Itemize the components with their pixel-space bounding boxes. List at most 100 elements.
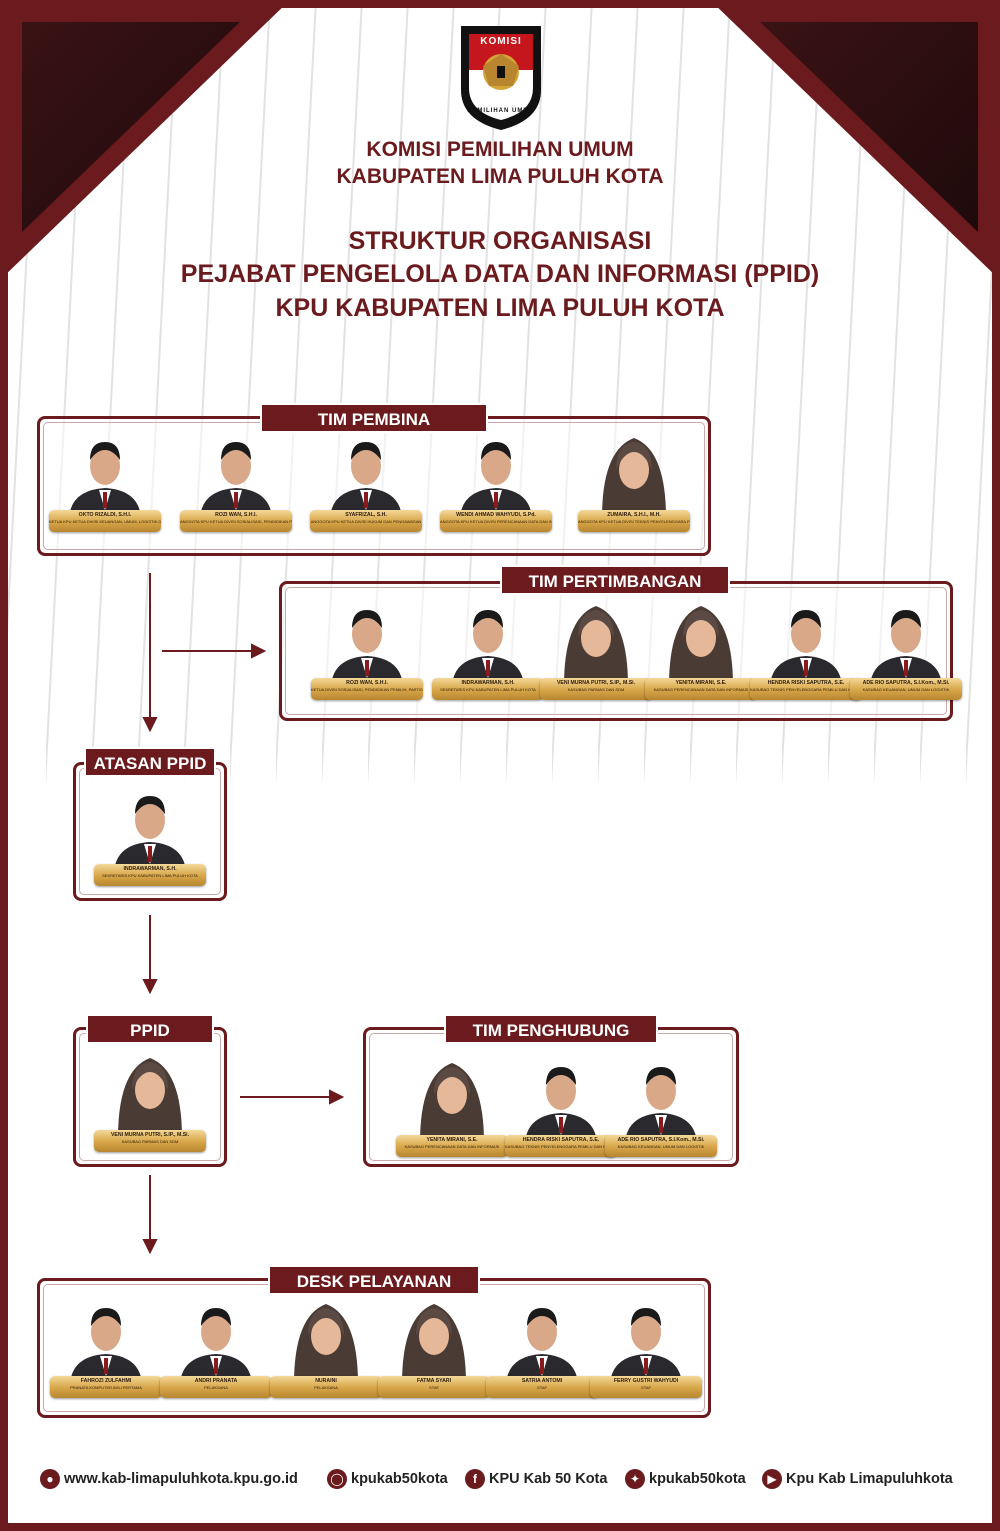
member-name: ADE RIO SAPUTRA, S.I.Kom., M.Si.: [617, 1137, 705, 1143]
name-plate: HENDRA RISKI SAPUTRA, S.E.KASUBAG TEKNIS…: [505, 1135, 617, 1157]
footer-website[interactable]: ●www.kab-limapuluhkota.kpu.go.id: [40, 1468, 298, 1490]
name-plate: VENI MURNA PUTRI, S.IP., M.Si.KASUBAG PA…: [540, 678, 652, 700]
footer-twitter-text: kpukab50kota: [649, 1471, 746, 1488]
member-role: KETUA KPU KETUA DIVISI KEUANGAN, UMUM, L…: [49, 519, 161, 524]
member-role: KASUBAG PARMAS DAN SDM: [121, 1139, 179, 1144]
member-name: YENITA MIRANI, S.E.: [426, 1137, 478, 1143]
name-plate: YENITA MIRANI, S.E.KASUBAG PERENCANAAN D…: [645, 678, 757, 700]
footer-youtube[interactable]: ▶Kpu Kab Limapuluhkota: [762, 1468, 953, 1490]
member-name: FATMA SYARI: [416, 1378, 452, 1384]
title-line1: STRUKTUR ORGANISASI: [348, 227, 652, 255]
tim-pembina-member: WENDI AHMAD WAHYUDI, S.Pd.ANGGOTA KPU KE…: [440, 430, 552, 542]
org-name-line2: KABUPATEN LIMA PULUH KOTA: [336, 165, 664, 188]
member-photo: [110, 1050, 190, 1138]
label-tim-pertimbangan: TIM PERTIMBANGAN: [500, 565, 730, 595]
member-name: OKTO RIZALDI, S.H.I.: [78, 512, 132, 518]
name-plate: WENDI AHMAD WAHYUDI, S.Pd.ANGGOTA KPU KE…: [440, 510, 552, 532]
logo-text-top: KOMISI: [480, 36, 522, 47]
footer-instagram-text: kpukab50kota: [351, 1471, 448, 1488]
left-corner-inner: [22, 22, 240, 232]
label-tim-penghubung: TIM PENGHUBUNG: [444, 1014, 658, 1044]
member-photo: [65, 430, 145, 518]
member-role: KASUBAG PARMAS DAN SDM: [567, 687, 625, 692]
member-role: KASUBAG TEKNIS PENYELENGGARA PEMILU DAN …: [505, 1144, 617, 1149]
tim-penghubung-member: HENDRA RISKI SAPUTRA, S.E.KASUBAG TEKNIS…: [505, 1055, 617, 1167]
footer-instagram[interactable]: ◯kpukab50kota: [327, 1468, 448, 1490]
name-plate: SYAFRIZAL, S.H.ANGGOTA KPU KETUA DIVISI …: [310, 510, 422, 532]
title-line3: KPU KABUPATEN LIMA PULUH KOTA: [275, 294, 725, 322]
member-role: SEKRETARIS KPU KABUPATEN LIMA PULUH KOTA: [102, 873, 198, 878]
name-plate: INDRAWARMAN, S.H.SEKRETARIS KPU KABUPATE…: [432, 678, 544, 700]
tim-penghubung-member: ADE RIO SAPUTRA, S.I.Kom., M.Si.KASUBAG …: [605, 1055, 717, 1167]
member-role: KASUBAG PERENCANAAN DATA DAN INFORMASI: [653, 687, 749, 692]
tim-pembina-member: ZUMAIRA, S.H.I., M.H.ANGGOTA KPU KETUA D…: [578, 430, 690, 542]
member-name: VENI MURNA PUTRI, S.IP., M.Si.: [110, 1132, 190, 1138]
member-photo: [326, 430, 406, 518]
member-role: KASUBAG PERENCANAAN DATA DAN INFORMASI: [404, 1144, 500, 1149]
member-role: STAF: [537, 1385, 547, 1390]
member-role: STAF: [641, 1385, 651, 1390]
member-photo: [606, 1296, 686, 1384]
member-name: SATRIA ANTOMI: [521, 1378, 563, 1384]
tim-penghubung-member: YENITA MIRANI, S.E.KASUBAG PERENCANAAN D…: [396, 1055, 508, 1167]
right-corner-inner: [760, 22, 978, 232]
name-plate: ADE RIO SAPUTRA, S.I.Kom., M.Si.KASUBAG …: [850, 678, 962, 700]
member-photo: [502, 1296, 582, 1384]
name-plate: YENITA MIRANI, S.E.KASUBAG PERENCANAAN D…: [396, 1135, 508, 1157]
member-name: ROZI WAN, S.H.I.: [215, 512, 257, 518]
member-name: WENDI AHMAD WAHYUDI, S.Pd.: [456, 512, 536, 518]
tim-pembina-member: OKTO RIZALDI, S.H.I.KETUA KPU KETUA DIVI…: [49, 430, 161, 542]
member-role: ANGGOTA KPU KETUA DIVISI SOSIALISASI, PE…: [180, 519, 292, 524]
member-name: HENDRA RISKI SAPUTRA, S.E.: [767, 680, 845, 686]
member-name: ROZI WAN, S.H.I.: [346, 680, 388, 686]
member-role: ANGGOTA KPU KETUA DIVISI TEKNIS PENYELEN…: [578, 519, 690, 524]
member-role: PELAKSANA: [314, 1385, 338, 1390]
member-role: KETUA DIVISI SOSIALISASI, PENDIDIKAN PEM…: [311, 687, 423, 692]
member-photo: [110, 784, 190, 872]
member-photo: [521, 1055, 601, 1143]
member-role: ANGGOTA KPU KETUA DIVISI PERENCANAAN DAT…: [440, 519, 552, 524]
member-name: ANDRI PRANATA: [194, 1378, 238, 1384]
footer-youtube-text: Kpu Kab Limapuluhkota: [786, 1471, 953, 1488]
label-ppid: PPID: [86, 1014, 214, 1044]
member-photo: [621, 1055, 701, 1143]
member-photo: [66, 1296, 146, 1384]
name-plate: ROZI WAN, S.H.I.ANGGOTA KPU KETUA DIVISI…: [180, 510, 292, 532]
member-photo: [196, 430, 276, 518]
member-name: SYAFRIZAL, S.H.: [345, 512, 387, 518]
atasan-ppid-member: INDRAWARMAN, S.H.SEKRETARIS KPU KABUPATE…: [94, 784, 206, 896]
member-role: KASUBAG KEUANGAN, UMUM DAN LOGISTIK: [862, 687, 950, 692]
member-photo: [327, 598, 407, 686]
member-role: SEKRETARIS KPU KABUPATEN LIMA PULUH KOTA: [440, 687, 536, 692]
member-name: ADE RIO SAPUTRA, S.I.Kom., M.Si.: [862, 680, 950, 686]
member-photo: [412, 1055, 492, 1143]
member-name: HENDRA RISKI SAPUTRA, S.E.: [522, 1137, 600, 1143]
kpu-logo: KOMISI PEMILIHAN UMUM: [453, 20, 549, 132]
name-plate: ZUMAIRA, S.H.I., M.H.ANGGOTA KPU KETUA D…: [578, 510, 690, 532]
title-line2: PEJABAT PENGELOLA DATA DAN INFORMASI (PP…: [180, 260, 820, 288]
tim-pertimbangan-member: INDRAWARMAN, S.H.SEKRETARIS KPU KABUPATE…: [432, 598, 544, 710]
member-photo: [766, 598, 846, 686]
tim-pembina-member: SYAFRIZAL, S.H.ANGGOTA KPU KETUA DIVISI …: [310, 430, 422, 542]
member-photo: [866, 598, 946, 686]
name-plate: HENDRA RISKI SAPUTRA, S.E.KASUBAG TEKNIS…: [750, 678, 862, 700]
org-name-line1: KOMISI PEMILIHAN UMUM: [366, 138, 634, 161]
member-name: FAHROZI ZULFAHMI: [80, 1378, 132, 1384]
name-plate: ROZI WAN, S.H.I.KETUA DIVISI SOSIALISASI…: [311, 678, 423, 700]
member-role: PELAKSANA: [204, 1385, 228, 1390]
name-plate: OKTO RIZALDI, S.H.I.KETUA KPU KETUA DIVI…: [49, 510, 161, 532]
logo-text-bottom: PEMILIHAN UMUM: [467, 108, 535, 114]
label-tim-pembina: TIM PEMBINA: [260, 403, 488, 433]
footer-facebook-text: KPU Kab 50 Kota: [489, 1471, 608, 1488]
footer-twitter[interactable]: ✦kpukab50kota: [625, 1468, 746, 1490]
tim-pertimbangan-member: ADE RIO SAPUTRA, S.I.Kom., M.Si.KASUBAG …: [850, 598, 962, 710]
member-name: NURAINI: [315, 1378, 337, 1384]
youtube-icon: ▶: [762, 1469, 782, 1490]
